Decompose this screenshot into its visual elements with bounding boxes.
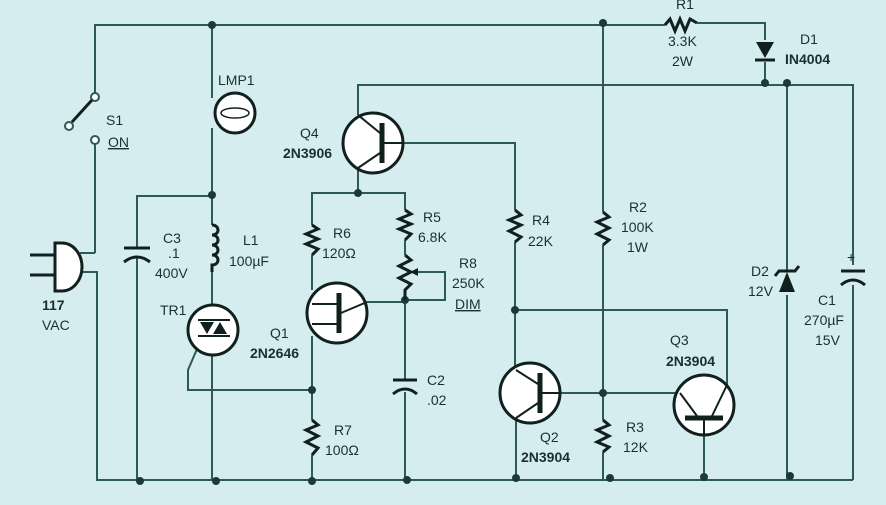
- c2-label: C2: [427, 372, 445, 388]
- capacitor-c1: + C1 270µF 15V: [804, 249, 866, 348]
- plug-unit: VAC: [42, 317, 70, 333]
- q4-label: Q4: [300, 125, 319, 141]
- inductor-l1: L1 100µF: [210, 223, 269, 272]
- r4-label: R4: [532, 212, 550, 228]
- c2-value: .02: [427, 392, 447, 408]
- d2-label: D2: [751, 263, 769, 279]
- r1-value: 3.3K: [668, 33, 697, 49]
- triac-tr1: TR1: [160, 302, 240, 357]
- tr1-label: TR1: [160, 302, 187, 318]
- r8-label: R8: [459, 255, 477, 271]
- q2-label: Q2: [540, 429, 559, 445]
- r3-label: R3: [626, 419, 644, 435]
- s1-state: ON: [108, 134, 129, 150]
- r5-label: R5: [423, 209, 441, 225]
- lmp1-label: LMP1: [218, 72, 255, 88]
- r3-value: 12K: [623, 439, 649, 455]
- r6-label: R6: [333, 225, 351, 241]
- q3-label: Q3: [670, 332, 689, 348]
- c1-label: C1: [818, 292, 836, 308]
- r6-value: 120Ω: [322, 245, 356, 261]
- q1-part: 2N2646: [250, 345, 299, 361]
- r5-value: 6.8K: [418, 229, 447, 245]
- ac-plug-icon: 117 VAC: [30, 241, 84, 333]
- r2-label: R2: [629, 199, 647, 215]
- lamp-lmp1: LMP1: [213, 72, 257, 135]
- r4-value: 22K: [528, 233, 554, 249]
- ujt-q1: Q1 2N2646: [250, 281, 369, 361]
- d1-label: D1: [800, 31, 818, 47]
- zener-d2: D2 12V: [748, 263, 801, 299]
- r2-value: 100K: [621, 219, 654, 235]
- q3-part: 2N3904: [666, 353, 715, 369]
- transistor-q2: Q2 2N3904: [498, 361, 570, 465]
- wires: [80, 22, 854, 481]
- r1-label: R1: [676, 0, 694, 12]
- d1-part: IN4004: [785, 51, 830, 67]
- r2-rating: 1W: [627, 239, 649, 255]
- junctions: [136, 19, 794, 485]
- capacitor-c3: C3 .1 400V: [123, 230, 188, 281]
- transistor-q4: Q4 2N3906: [283, 111, 405, 175]
- r7-label: R7: [334, 422, 352, 438]
- switch-s1: S1 ON: [64, 92, 129, 150]
- q4-part: 2N3906: [283, 145, 332, 161]
- r7-value: 100Ω: [325, 442, 359, 458]
- c1-rating: 15V: [815, 332, 841, 348]
- s1-label: S1: [106, 112, 123, 128]
- diode-d1: D1 IN4004: [755, 31, 830, 67]
- d2-value: 12V: [748, 283, 774, 299]
- r8-value: 250K: [452, 275, 485, 291]
- plug-voltage: 117: [42, 297, 65, 313]
- l1-value: 100µF: [229, 253, 269, 269]
- r8-function: DIM: [455, 296, 481, 312]
- c3-value: .1: [168, 245, 180, 261]
- c1-value: 270µF: [804, 312, 844, 328]
- capacitor-c2: C2 .02: [392, 372, 447, 408]
- c3-rating: 400V: [155, 265, 188, 281]
- q2-part: 2N3904: [521, 449, 570, 465]
- c3-label: C3: [163, 230, 181, 246]
- q1-label: Q1: [270, 325, 289, 341]
- l1-label: L1: [243, 232, 259, 248]
- transistor-q3: Q3 2N3904: [666, 332, 736, 437]
- resistors: [302, 15, 698, 456]
- r1-rating: 2W: [672, 53, 694, 69]
- c1-polarity: +: [847, 249, 855, 265]
